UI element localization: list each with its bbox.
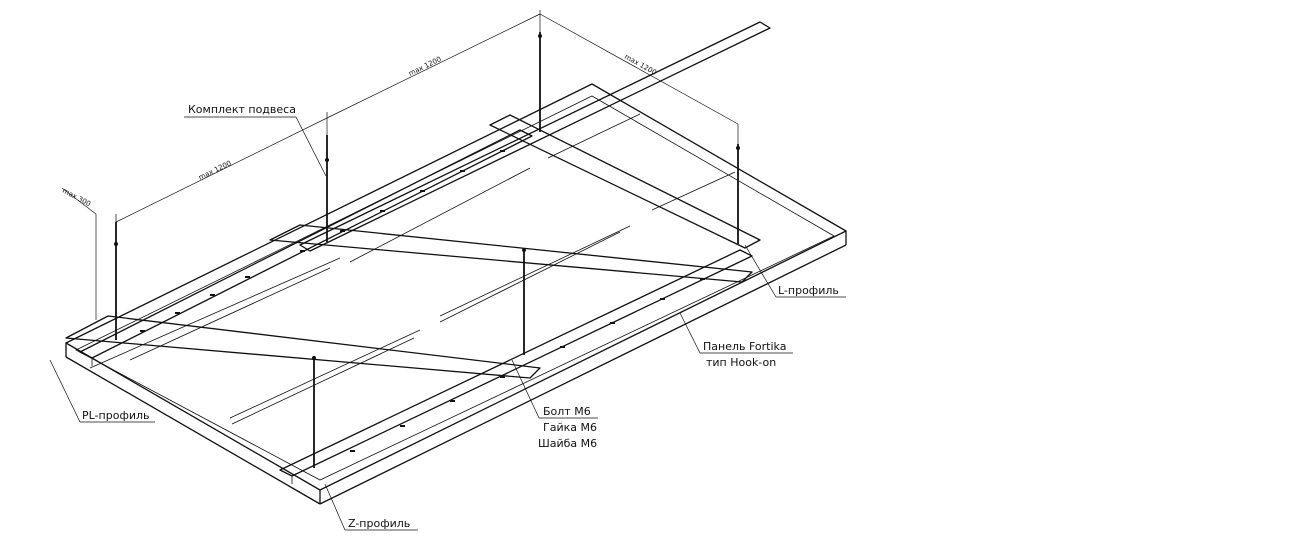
panels <box>89 113 736 425</box>
label-pl-profile: PL-профиль <box>82 409 150 422</box>
dim-max1200-c: max 1200 <box>623 53 658 77</box>
label-z-profile: Z-профиль <box>348 517 410 530</box>
leader-lines <box>49 116 846 531</box>
dim-max1200-a: max 1200 <box>197 159 232 182</box>
label-hanger-kit: Комплект подвеса <box>188 103 296 116</box>
label-panel-line1: Панель Fortika <box>703 340 786 353</box>
carrier-slots <box>140 150 705 452</box>
label-nut: Гайка М6 <box>543 421 597 434</box>
z-profile-members <box>65 21 771 484</box>
dim-max300: max 300 <box>61 187 92 209</box>
label-panel-line2: тип Hook-on <box>706 356 776 369</box>
dimension-lines <box>61 10 739 320</box>
label-bolt: Болт М6 <box>543 405 591 418</box>
label-washer: Шайба М6 <box>538 437 597 450</box>
perimeter-frame <box>65 83 847 505</box>
hanger-rods <box>114 32 740 468</box>
dim-max1200-b: max 1200 <box>407 55 442 78</box>
label-l-profile: L-профиль <box>778 284 839 297</box>
